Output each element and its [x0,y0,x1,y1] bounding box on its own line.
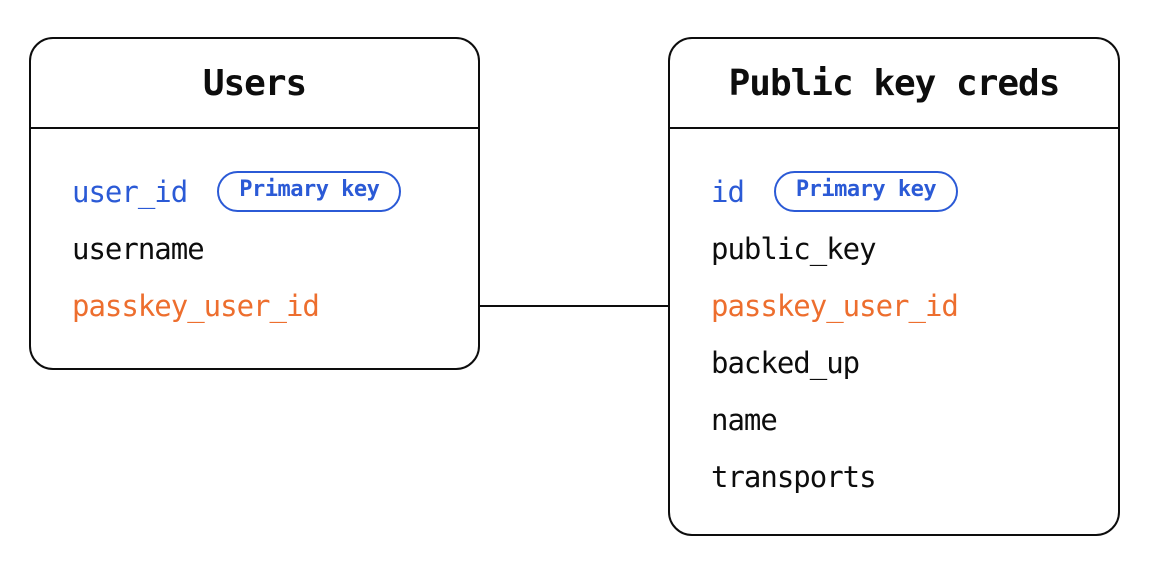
primary-key-badge: Primary key [773,171,959,212]
table-public-key-creds: Public key creds id Primary key public_k… [668,37,1120,536]
relationship-connector [480,305,668,307]
field-id: id [711,174,745,209]
table-users-title: Users [202,62,307,104]
field-row-public-key: public_key [711,220,1118,277]
table-public-key-creds-header: Public key creds [670,39,1118,129]
field-passkey-user-id: passkey_user_id [72,288,320,323]
field-backed-up: backed_up [711,345,860,380]
table-users: Users user_id Primary key username passk… [29,37,480,370]
field-row-name: name [711,391,1118,448]
field-name: name [711,402,778,437]
field-row-backed-up: backed_up [711,334,1118,391]
field-row-transports: transports [711,448,1118,505]
table-users-header: Users [31,39,478,129]
primary-key-badge: Primary key [217,171,402,212]
table-users-fields: user_id Primary key username passkey_use… [31,129,478,334]
field-row-passkey-user-id: passkey_user_id [711,277,1118,334]
field-row-passkey-user-id: passkey_user_id [72,277,478,334]
field-username: username [72,231,205,266]
field-passkey-user-id: passkey_user_id [711,288,959,323]
table-public-key-creds-fields: id Primary key public_key passkey_user_i… [670,129,1118,505]
field-row-user-id: user_id Primary key [72,163,478,220]
field-row-username: username [72,220,478,277]
field-row-id: id Primary key [711,163,1118,220]
field-user-id: user_id [72,174,188,209]
field-transports: transports [711,459,877,494]
table-public-key-creds-title: Public key creds [728,62,1061,104]
field-public-key: public_key [711,231,877,266]
